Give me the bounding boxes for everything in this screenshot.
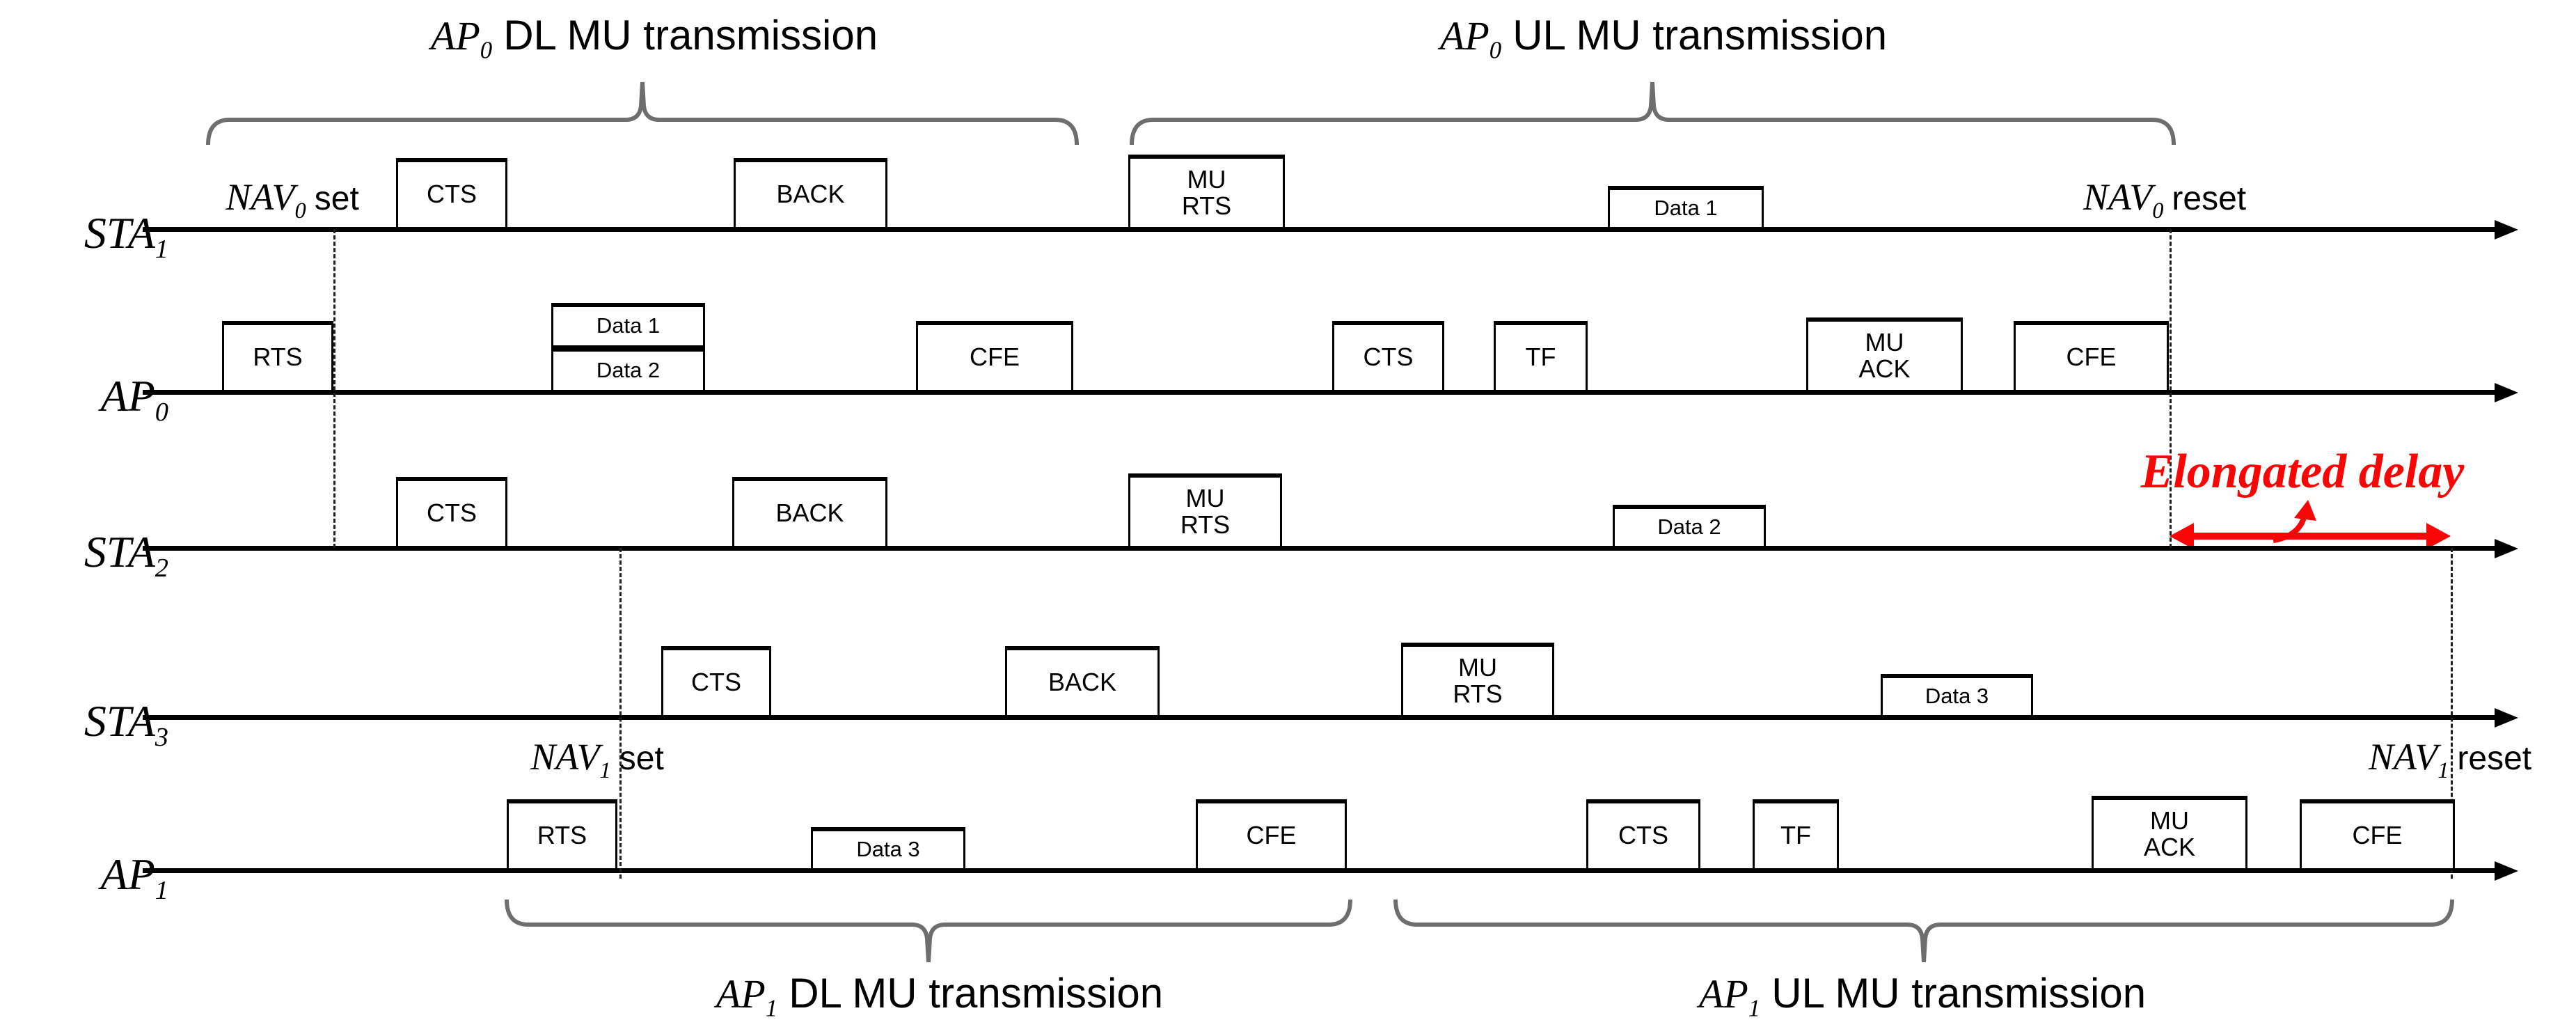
brace-ap1-dl-transmission bbox=[505, 899, 1352, 963]
nav1-reset-boundary-line bbox=[2451, 548, 2453, 879]
frame-box-back: BACK bbox=[1005, 646, 1160, 717]
frame-box-mu-rts: MU RTS bbox=[1128, 473, 1282, 548]
ap1-var: AP bbox=[716, 971, 766, 1017]
frame-box-data2: Data 2 bbox=[1613, 505, 1766, 548]
frame-box-cts: CTS bbox=[396, 477, 507, 548]
frame-box-cfe: CFE bbox=[916, 321, 1073, 392]
row-label-ap0: AP0 bbox=[100, 371, 168, 427]
frame-box-data3: Data 3 bbox=[1881, 674, 2033, 717]
frame-box-back: BACK bbox=[732, 477, 887, 548]
frame-box-tf: TF bbox=[1494, 321, 1588, 392]
label-elongated-delay: Elongated delay bbox=[2140, 445, 2465, 499]
timeline-ap0 bbox=[143, 390, 2496, 395]
ap0-var: AP bbox=[430, 13, 480, 58]
elongated-delay-pointer-icon bbox=[2273, 500, 2316, 543]
frame-box-cts: CTS bbox=[661, 646, 771, 717]
frame-box-rts: RTS bbox=[222, 321, 333, 392]
timeline-arrowhead-icon bbox=[2495, 539, 2518, 558]
frame-box-data1: Data 1 bbox=[1608, 186, 1764, 229]
timeline-arrowhead-icon bbox=[2495, 220, 2518, 240]
nav0-reset-boundary-line bbox=[2170, 229, 2172, 548]
timeline-arrowhead-icon bbox=[2495, 861, 2518, 881]
frame-box-cfe: CFE bbox=[2014, 321, 2169, 392]
frame-box-cfe: CFE bbox=[2300, 799, 2455, 870]
timeline-arrowhead-icon bbox=[2495, 708, 2518, 728]
brace-ap0-ul-transmission bbox=[1130, 81, 2176, 146]
nav0-set-boundary-line bbox=[333, 229, 335, 548]
frame-box-tf: TF bbox=[1753, 799, 1839, 870]
frame-box-data3: Data 3 bbox=[811, 827, 965, 870]
frame-box-mu-ack: MU ACK bbox=[1806, 317, 1963, 392]
ap0-var: AP bbox=[1439, 13, 1490, 58]
frame-box-data1: Data 1 bbox=[551, 303, 705, 347]
frame-box-back: BACK bbox=[734, 158, 887, 229]
row-label-sta1: STA1 bbox=[84, 208, 168, 264]
frame-box-mu-rts: MU RTS bbox=[1128, 155, 1285, 229]
frame-box-mu-ack: MU ACK bbox=[2092, 796, 2247, 870]
timeline-sta3 bbox=[143, 715, 2496, 720]
timeline-ap1 bbox=[143, 868, 2496, 873]
ap1-var: AP bbox=[1698, 971, 1748, 1017]
frame-box-cts: CTS bbox=[396, 158, 507, 229]
frame-box-cfe: CFE bbox=[1196, 799, 1347, 870]
brace-ap0-dl-transmission bbox=[206, 81, 1079, 146]
row-label-sta3: STA3 bbox=[84, 696, 168, 752]
timeline-sta1 bbox=[143, 227, 2496, 232]
frame-box-mu-rts: MU RTS bbox=[1401, 643, 1554, 717]
brace-ap1-ul-transmission bbox=[1393, 899, 2454, 963]
frame-box-rts: RTS bbox=[507, 799, 617, 870]
frame-box-data2: Data 2 bbox=[551, 347, 705, 392]
frame-box-cts: CTS bbox=[1586, 799, 1700, 870]
row-label-sta2: STA2 bbox=[84, 527, 168, 583]
nav1-set-boundary-line bbox=[619, 548, 622, 879]
frame-box-cts: CTS bbox=[1332, 321, 1444, 392]
row-label-ap1: AP1 bbox=[100, 849, 168, 905]
timeline-sta2 bbox=[143, 546, 2496, 551]
timeline-arrowhead-icon bbox=[2495, 383, 2518, 402]
